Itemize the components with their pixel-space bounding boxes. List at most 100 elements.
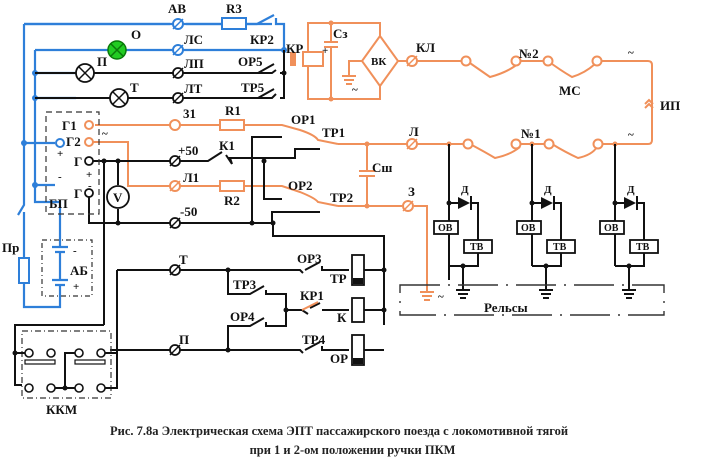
terminal-g-plus: [84, 156, 94, 166]
svg-text:~: ~: [628, 47, 634, 59]
relay-control-circuit: [14, 136, 385, 386]
svg-text:~: ~: [628, 129, 634, 141]
label-kr2: КР2: [250, 32, 274, 47]
label-l: Л: [409, 124, 419, 139]
svg-text:-: -: [58, 171, 62, 183]
lamp-t: [109, 88, 129, 108]
ov-coil: [516, 220, 542, 235]
label-o: О: [131, 27, 141, 42]
ept-schematic: АВ R3 КР2 О ЛС КР П ЛП ОР5 Т ЛТ ТР5 Сз +…: [2, 1, 680, 417]
label-or2: ОР2: [288, 178, 313, 193]
label-or3: ОР3: [297, 251, 322, 266]
fuse-pr: [18, 257, 30, 284]
svg-text:+: +: [57, 148, 63, 160]
figure-caption-line2: при 1 и 2-ом положении ручки ПКМ: [249, 443, 456, 457]
terminal-g2: [84, 137, 94, 147]
label-t-terminal: Т: [179, 252, 188, 267]
label-tv: ТВ: [553, 242, 567, 253]
label-av: АВ: [168, 1, 186, 16]
rails-box: [399, 284, 665, 316]
label-g-plus: Г: [74, 154, 82, 169]
label-tv: ТВ: [470, 242, 484, 253]
label-diode: Д: [544, 184, 552, 196]
label-ov: ОВ: [521, 223, 536, 234]
label-31: 31: [183, 106, 196, 121]
svg-text:-: -: [73, 245, 77, 257]
svg-text:+: +: [73, 281, 79, 293]
svg-text:+: +: [322, 45, 328, 57]
svg-text:+: +: [86, 169, 92, 181]
label-kr1: КР1: [300, 288, 324, 303]
label-r1: R1: [225, 103, 241, 118]
label-tr5: ТР5: [241, 80, 265, 95]
label-or: ОР: [330, 351, 348, 366]
ov-coil: [433, 220, 459, 235]
label-kkm: ККМ: [46, 402, 77, 417]
label-kl: КЛ: [416, 40, 435, 55]
label-tr3: ТР3: [233, 277, 257, 292]
label-ov: ОВ: [438, 223, 453, 234]
coupler-head-ms-a: [542, 55, 554, 67]
car-circuit-3: [599, 144, 659, 299]
lamp-circuits: [35, 50, 287, 108]
label-vk: ВК: [371, 56, 386, 68]
coupler-head-2b: [510, 55, 522, 67]
label-plus50: +50: [178, 143, 198, 158]
coupler-head-2a: [460, 55, 472, 67]
svg-text:-: -: [88, 180, 92, 192]
label-r2: R2: [224, 193, 240, 208]
label-or1: ОР1: [291, 112, 316, 127]
voltmeter: [106, 185, 130, 209]
terminal-g2-plus: [55, 138, 65, 148]
label-tr2: ТР2: [330, 190, 353, 205]
train-line: [338, 55, 654, 301]
labels: АВ R3 КР2 О ЛС КР П ЛП ОР5 Т ЛТ ТР5 Сз +…: [2, 1, 680, 417]
relay-coil-k: [351, 297, 365, 323]
label-voltmeter: V: [113, 190, 123, 205]
label-lt: ЛТ: [184, 81, 203, 96]
label-tr4: ТР4: [302, 332, 326, 347]
label-ip: ИП: [660, 98, 680, 113]
label-kr: КР: [286, 41, 303, 56]
label-l1: Л1: [183, 170, 199, 185]
label-z: З: [408, 184, 415, 199]
coupler-head-ms-b: [591, 55, 603, 67]
label-tr1: ТР1: [322, 125, 345, 140]
ov-coil: [599, 220, 625, 235]
figure-caption-line1: Рис. 7.8а Электрическая схема ЭПТ пассаж…: [110, 424, 569, 438]
label-k: К: [337, 310, 347, 325]
label-pr: Пр: [2, 240, 19, 255]
signal-lamp-o: [107, 40, 127, 60]
generator-lines: [84, 119, 339, 207]
label-p-terminal: П: [179, 332, 189, 347]
svg-text:~: ~: [102, 128, 108, 140]
label-g1: Г1: [62, 118, 77, 133]
car-circuit-1: [433, 144, 493, 299]
label-diode: Д: [627, 184, 635, 196]
kkm-controller: [12, 348, 118, 393]
label-bp: БП: [49, 196, 68, 211]
label-or5: ОР5: [238, 54, 263, 69]
label-tr: ТР: [330, 271, 347, 286]
resistor-r3: [221, 17, 247, 30]
label-k1: К1: [219, 138, 235, 153]
label-ov: ОВ: [604, 223, 619, 234]
resistor-r2: [219, 180, 245, 192]
label-cz: Сз: [333, 26, 348, 41]
terminal-31: [169, 119, 181, 131]
label-rails: Рельсы: [484, 300, 528, 315]
label-g-minus: Г: [74, 186, 82, 201]
car-circuit-2: [516, 144, 576, 299]
label-ms: МС: [559, 83, 581, 98]
relay-coils: [110, 254, 387, 366]
label-lamp-p: П: [97, 54, 107, 69]
terminal-g1: [84, 120, 94, 130]
lamp-p: [75, 63, 95, 83]
label-minus50: -50: [180, 204, 197, 219]
resistor-r1: [219, 119, 245, 131]
label-lamp-t: Т: [130, 80, 139, 95]
label-or4: ОР4: [230, 309, 255, 324]
svg-text:~: ~: [438, 291, 444, 303]
label-car2: №2: [519, 46, 539, 61]
rectifier-block: [290, 20, 407, 102]
